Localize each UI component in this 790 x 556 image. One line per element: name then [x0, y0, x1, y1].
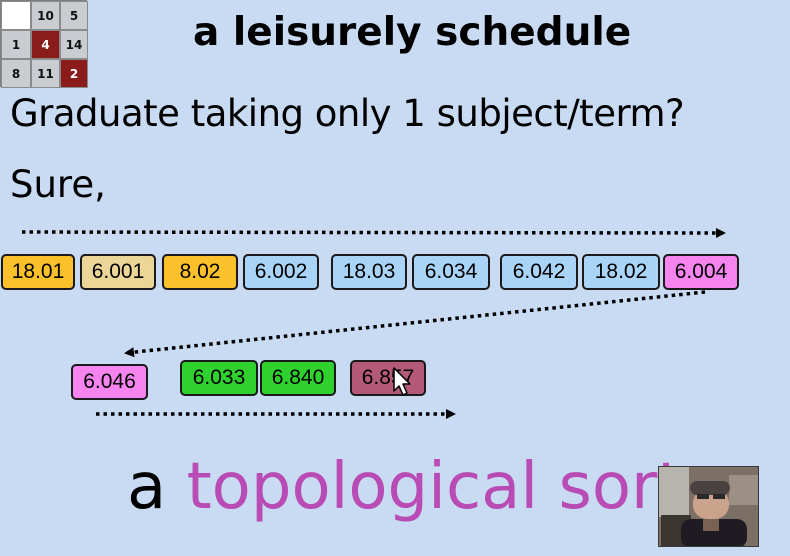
course-box-6-046: 6.046: [71, 364, 148, 400]
arrow-top-right: [21, 227, 726, 238]
course-box-6-033: 6.033: [180, 360, 258, 396]
webcam-video: [658, 466, 759, 547]
webcam-image: [659, 467, 758, 546]
grid-cell-6: 14: [60, 30, 88, 59]
grid-cell-2: 10: [31, 1, 60, 30]
caption-topological: topological sort: [186, 450, 683, 524]
grid-cell-3: 5: [60, 1, 88, 30]
answer-line: Sure,: [10, 163, 106, 206]
caption-a: a: [127, 450, 167, 524]
question-line: Graduate taking only 1 subject/term?: [10, 92, 685, 135]
course-box-6-002: 6.002: [243, 254, 319, 290]
cursor-arrow-icon: [393, 367, 411, 396]
grid-cell-5: 4: [31, 30, 60, 59]
arrow-diagonal-left: [124, 290, 706, 358]
slide-title: a leisurely schedule: [193, 10, 632, 55]
course-box-6-857: 6.857: [350, 360, 426, 396]
sort-grid-thumbnail: 10 5 1 4 14 8 11 2: [0, 0, 88, 88]
course-box-6-034: 6.034: [412, 254, 490, 290]
grid-cell-9: 2: [60, 59, 88, 88]
course-box-6-042: 6.042: [500, 254, 578, 290]
course-box-8-02: 8.02: [162, 254, 238, 290]
grid-cell-4: 1: [1, 30, 31, 59]
grid-cell-8: 11: [31, 59, 60, 88]
course-box-18-02: 18.02: [582, 254, 660, 290]
course-box-6-840: 6.840: [260, 360, 336, 396]
topological-sort-caption: a topological sort: [127, 450, 682, 524]
course-box-18-01: 18.01: [1, 254, 75, 290]
grid-cell-7: 8: [1, 59, 31, 88]
course-box-6-004: 6.004: [663, 254, 739, 290]
course-box-18-03: 18.03: [331, 254, 407, 290]
grid-cell-1: [1, 1, 31, 30]
course-box-6-001: 6.001: [80, 254, 156, 290]
